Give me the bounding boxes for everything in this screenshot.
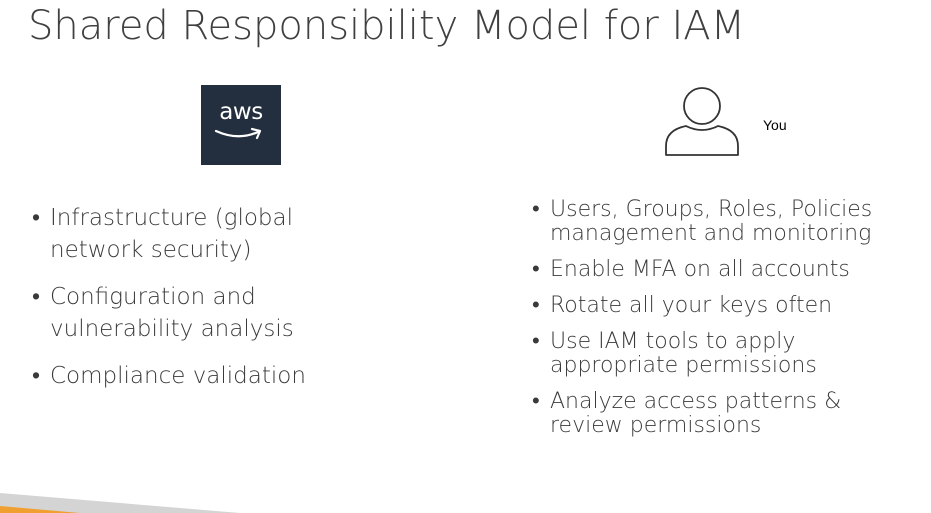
aws-responsibility-list: Infrastructure (global network security)…: [30, 202, 360, 407]
list-item: Use IAM tools to apply appropriate permi…: [530, 330, 920, 378]
aws-logo-text: aws: [219, 99, 263, 125]
list-item: Analyze access patterns & review permiss…: [530, 390, 920, 438]
list-item: Rotate all your keys often: [530, 294, 920, 319]
corner-decoration: [0, 493, 240, 513]
list-item: Infrastructure (global network security): [30, 202, 360, 266]
customer-responsibility-list: Users, Groups, Roles, Policies managemen…: [530, 198, 920, 450]
you-label: You: [763, 117, 787, 133]
aws-logo-icon: aws: [201, 85, 281, 165]
list-item: Users, Groups, Roles, Policies managemen…: [530, 198, 920, 246]
list-item: Configuration and vulnerability analysis: [30, 281, 360, 345]
list-item: Compliance validation: [30, 360, 360, 392]
list-item: Enable MFA on all accounts: [530, 258, 920, 283]
slide-title: Shared Responsibility Model for IAM: [28, 3, 746, 49]
user-icon: [665, 87, 739, 156]
aws-smile-icon: [214, 127, 262, 140]
